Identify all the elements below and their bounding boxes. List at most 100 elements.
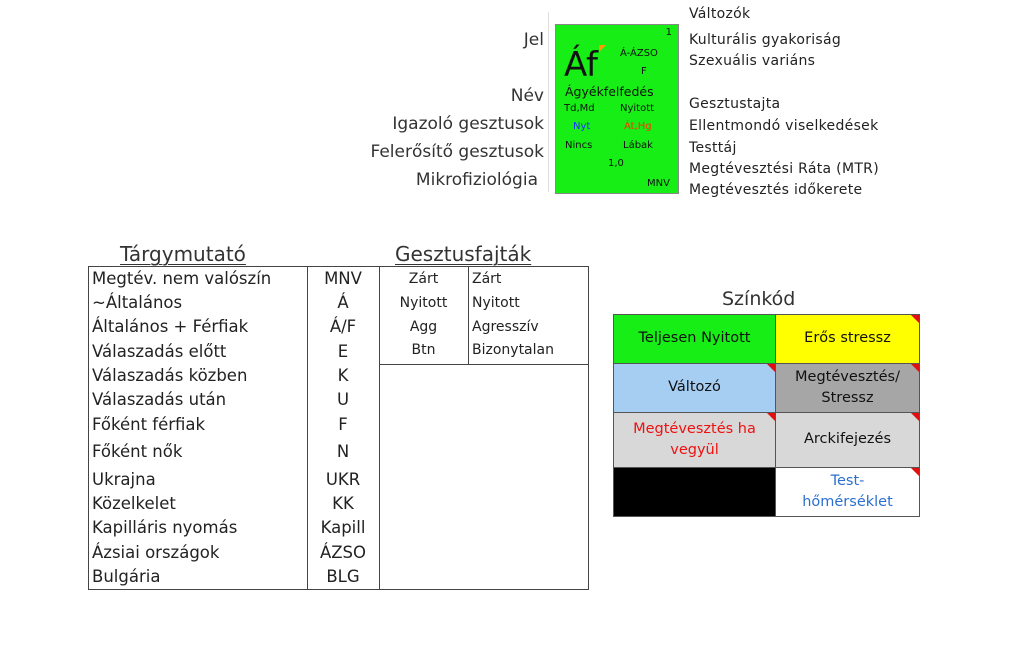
index-name: Válaszadás előtt — [92, 342, 227, 361]
gesture-name: Bizonytalan — [472, 342, 554, 358]
table-row: Btn Bizonytalan — [379, 340, 588, 364]
index-name: Közelkelet — [92, 494, 176, 513]
table-row: Ázsiai országok ÁZSO — [89, 543, 379, 567]
index-name: Ukrajna — [92, 470, 156, 489]
gesture-abbr: Btn — [411, 342, 436, 358]
red-corner-icon — [911, 315, 919, 323]
index-name: ~Általános — [92, 293, 183, 312]
card-sexual: F — [641, 66, 647, 77]
index-abbr: ÁZSO — [319, 543, 367, 562]
red-corner-icon — [767, 413, 775, 421]
table-row: Főként nők N — [89, 442, 379, 466]
red-corner-icon — [767, 364, 775, 372]
gestures-bottom-rule — [379, 364, 588, 365]
card-contradicting: Át,Hg — [624, 121, 652, 132]
color-cell-black — [614, 468, 776, 516]
label-kulturalis: Kulturális gyakoriság — [689, 32, 842, 48]
color-cell-variable: Változó — [614, 364, 776, 413]
color-cell-label: Test- hőmérséklet — [802, 472, 893, 510]
label-szexualis: Szexuális variáns — [689, 53, 816, 69]
color-cell-strong-stress: Erős stressz — [776, 315, 919, 364]
index-abbr: Á — [337, 293, 349, 312]
card-timeframe: MNV — [647, 178, 670, 189]
card-cultural: Á-ÁZSO — [620, 48, 658, 59]
index-abbr: N — [336, 442, 350, 461]
label-mikrofiziologia: Mikrofiziológia — [415, 170, 538, 190]
red-corner-icon — [911, 364, 919, 372]
color-cell-label: Megtévesztés ha vegyül — [633, 420, 756, 458]
index-name: Főként férfiak — [92, 415, 206, 434]
gestures-column-divider — [468, 267, 469, 364]
card-number: 1 — [665, 27, 672, 38]
index-name: Általános + Férfiak — [92, 317, 249, 336]
color-cell-label: Változó — [668, 379, 721, 396]
index-abbr: KK — [332, 494, 354, 513]
label-mtr: Megtévesztési Ráta (MTR) — [689, 161, 879, 177]
table-row: Általános + Férfiak Á/F — [89, 317, 379, 341]
table-row: Válaszadás után U — [89, 390, 379, 414]
table-row: Nyitott Nyitott — [379, 293, 588, 317]
card-symbol: Áf — [564, 45, 599, 85]
card-amplifying: Nyt — [573, 121, 591, 132]
color-code-grid: Teljesen Nyitott Erős stressz Változó Me… — [613, 314, 920, 517]
card-micro: Nincs — [565, 140, 593, 151]
label-igazolo: Igazoló gesztusok — [392, 114, 544, 134]
index-abbr: E — [337, 342, 349, 361]
index-name: Bulgária — [92, 567, 161, 586]
color-code-title: Színkód — [722, 288, 796, 310]
label-valtozok: Változók — [689, 6, 751, 22]
element-card: 1 Áf Á-ÁZSO F Ágyékfelfedés Td,Md Nyitot… — [555, 24, 679, 194]
index-abbr: K — [337, 366, 349, 385]
gestures-title: Gesztusfajták — [395, 242, 532, 266]
legend-divider — [548, 12, 549, 192]
index-abbr: UKR — [325, 470, 361, 489]
gesture-name: Agresszív — [472, 319, 539, 335]
table-row: Főként férfiak F — [89, 415, 379, 439]
color-cell-label: Arckifejezés — [803, 431, 892, 448]
gesture-name: Zárt — [472, 271, 502, 287]
color-cell-label: Erős stressz — [804, 330, 891, 347]
red-corner-icon — [911, 413, 919, 421]
index-abbr: F — [338, 415, 348, 434]
color-cell-deception-mixed: Megtévesztés ha vegyül — [614, 413, 776, 468]
index-name: Válaszadás után — [92, 390, 227, 409]
index-name: Válaszadás közben — [92, 366, 248, 385]
gesture-abbr: Nyitott — [399, 295, 448, 311]
color-cell-body-temperature: Test- hőmérséklet — [776, 468, 919, 516]
table-row: Bulgária BLG — [89, 567, 379, 591]
red-corner-icon — [911, 468, 919, 476]
index-abbr: MNV — [324, 269, 362, 288]
label-idokeret: Megtévesztés időkerete — [689, 182, 863, 198]
card-flag-icon — [599, 45, 606, 52]
index-abbr: Á/F — [329, 317, 357, 336]
color-cell-facial-expression: Arckifejezés — [776, 413, 919, 468]
color-cell-label: Megtévesztés/ Stressz — [795, 368, 900, 406]
color-cell-label: Teljesen Nyitott — [638, 330, 751, 347]
index-name: Ázsiai országok — [92, 543, 220, 562]
gestures-table: Zárt Zárt Nyitott Nyitott Agg Agresszív Btn… — [379, 266, 589, 590]
index-abbr: U — [336, 390, 350, 409]
gesture-abbr: Agg — [409, 319, 438, 335]
label-testtaj: Testtáj — [689, 140, 737, 156]
gesture-name: Nyitott — [472, 295, 520, 311]
gesture-abbr: Zárt — [408, 271, 439, 287]
label-nev: Név — [510, 86, 544, 106]
table-row: Válaszadás előtt E — [89, 342, 379, 366]
index-abbr: Kapill — [320, 518, 366, 537]
color-cell-fully-open: Teljesen Nyitott — [614, 315, 776, 364]
index-name: Főként nők — [92, 442, 183, 461]
table-row: ~Általános Á — [89, 293, 379, 317]
table-row: Válaszadás közben K — [89, 366, 379, 390]
index-title: Tárgymutató — [120, 242, 246, 266]
table-row: Zárt Zárt — [379, 269, 588, 293]
index-abbr: BLG — [326, 567, 360, 586]
card-gesture-type: Nyitott — [620, 103, 655, 114]
card-name: Ágyékfelfedés — [565, 84, 654, 99]
table-row: Közelkelet KK — [89, 494, 379, 518]
label-gesztustajta: Gesztustajta — [689, 96, 781, 112]
table-row: Ukrajna UKR — [89, 470, 379, 494]
card-body-area: Lábak — [623, 140, 653, 151]
